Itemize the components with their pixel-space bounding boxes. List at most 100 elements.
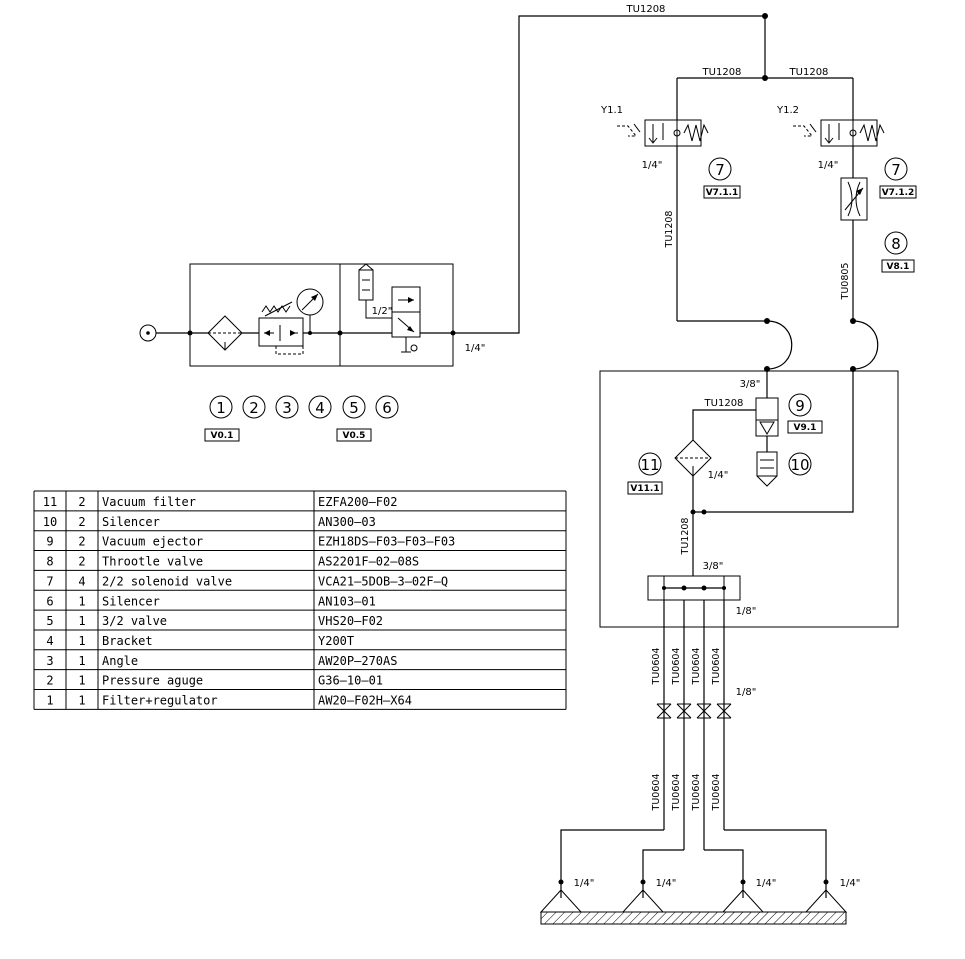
callout-number-3: 3 — [282, 399, 292, 417]
supply-unit — [139, 263, 456, 367]
callout-number-5: 5 — [349, 399, 359, 417]
callout-number-8: 8 — [891, 235, 901, 253]
callout-number-10: 10 — [790, 456, 809, 474]
callout-circle-8 — [884, 231, 908, 255]
bom-cell-desc: Bracket — [102, 634, 153, 648]
callout-number-6: 6 — [382, 399, 392, 417]
bom-cell-item: 2 — [46, 674, 53, 688]
bom-cell-qty: 1 — [78, 694, 85, 708]
bom-cell-code: AN300–03 — [318, 515, 376, 529]
port-label-y1-2: 1/4" — [818, 160, 839, 171]
callout-circle-7a — [708, 157, 732, 181]
tube-label-drop-lower-3: TU0604 — [691, 774, 702, 812]
tag-box-v11-1 — [627, 481, 663, 495]
port-label-filter-out: 1/4" — [708, 470, 729, 481]
bom-cell-qty: 4 — [78, 574, 85, 588]
port-label-supply-out: 1/4" — [465, 343, 486, 354]
tag-v0-1: V0.1 — [211, 431, 234, 441]
callout-number-9: 9 — [795, 397, 805, 415]
bom-cell-qty: 2 — [78, 535, 85, 549]
tag-v8-1: V8.1 — [887, 262, 910, 272]
tube-label-drop-upper-2: TU0604 — [671, 648, 682, 686]
bom-cell-code: EZH18DS–F03–F03–F03 — [318, 535, 455, 549]
throttle-valve — [840, 177, 868, 321]
bom-cell-code: AW20–F02H–X64 — [318, 694, 412, 708]
tube-label-drop-lower-4: TU0604 — [711, 774, 722, 812]
bom-cell-item: 4 — [46, 634, 53, 648]
bom-cell-code: Y200T — [318, 634, 354, 648]
bom-cell-code: AS2201F–02–08S — [318, 555, 419, 569]
bom-cell-item: 7 — [46, 574, 53, 588]
bom-cell-qty: 2 — [78, 515, 85, 529]
port-label-cup-4: 1/4" — [840, 878, 861, 889]
tube-label-manifold-supply: TU1208 — [680, 518, 691, 556]
tube-label-drop-lower-1: TU0604 — [651, 774, 662, 812]
tag-v9-1: V9.1 — [794, 423, 817, 433]
callout-circle-10 — [788, 452, 812, 476]
tag-box-v0-1 — [204, 428, 240, 442]
tag-v11-1: V11.1 — [630, 484, 659, 494]
tag-v0-5: V0.5 — [343, 431, 366, 441]
bom-cell-qty: 1 — [78, 674, 85, 688]
port-label-manifold-out: 1/8" — [736, 606, 757, 617]
tube-label-drop-upper-4: TU0604 — [711, 648, 722, 686]
bom-cell-qty: 2 — [78, 495, 85, 509]
bom-cell-desc: Angle — [102, 654, 138, 668]
bom-cell-item: 6 — [46, 594, 53, 608]
port-label-3-2-valve: 1/2" — [372, 306, 393, 317]
valve-label-y1-2: Y1.2 — [776, 105, 799, 116]
solenoid-valve-y1-1 — [617, 78, 709, 321]
callout-circle-11 — [638, 452, 662, 476]
bom-cell-code: VHS20–F02 — [318, 614, 383, 628]
solenoid-valve-y1-2 — [793, 78, 885, 178]
tube-label-drop-upper-3: TU0604 — [691, 648, 702, 686]
callout-number-11: 11 — [640, 456, 659, 474]
bom-cell-code: EZFA200–F02 — [318, 495, 397, 509]
tube-label-ejector-supply: TU1208 — [704, 398, 744, 409]
tube-label-top: TU1208 — [626, 4, 666, 15]
bom-cell-desc: 3/2 valve — [102, 614, 167, 628]
tag-v7-1-2: V7.1.2 — [882, 188, 915, 198]
port-label-manifold-in: 3/8" — [703, 561, 724, 572]
tag-box-v0-5 — [336, 428, 372, 442]
callout-number-2: 2 — [249, 399, 259, 417]
tag-box-v9-1 — [787, 420, 823, 434]
port-label-drops: 1/8" — [736, 687, 757, 698]
port-label-cup-3: 1/4" — [756, 878, 777, 889]
tube-label-right-branch: TU1208 — [789, 67, 829, 78]
callout-row — [209, 395, 399, 419]
bom-cell-qty: 1 — [78, 634, 85, 648]
callout-number-4: 4 — [315, 399, 325, 417]
bom-cell-desc: Vacuum filter — [102, 495, 196, 509]
tube-label-drop-upper-1: TU0604 — [651, 648, 662, 686]
workpiece — [540, 911, 847, 925]
tube-label-left-vertical: TU1208 — [664, 211, 675, 249]
bom-cell-desc: Pressure aguge — [102, 674, 203, 688]
tag-box-v7-1-2 — [879, 185, 917, 199]
bom-cell-item: 11 — [43, 495, 57, 509]
tag-box-v7-1-1 — [703, 185, 741, 199]
tag-box-v8-1 — [881, 259, 915, 273]
bom-cell-qty: 1 — [78, 614, 85, 628]
bom-cell-item: 1 — [46, 694, 53, 708]
bom-cell-qty: 2 — [78, 555, 85, 569]
callout-number-7b: 7 — [891, 161, 901, 179]
drop-lines — [558, 600, 829, 898]
bom-cell-desc: Silencer — [102, 515, 160, 529]
bom-cell-code: AN103–01 — [318, 594, 376, 608]
hose-loops — [677, 318, 879, 372]
bom-cell-item: 10 — [43, 515, 57, 529]
tube-label-right-vertical: TU0805 — [840, 263, 851, 301]
bom-cell-code: AW20P–270AS — [318, 654, 397, 668]
port-label-cup-1: 1/4" — [574, 878, 595, 889]
bom-cell-item: 5 — [46, 614, 53, 628]
callout-circle-7b — [884, 157, 908, 181]
suction-cups — [539, 889, 848, 925]
port-label-y1-1: 1/4" — [642, 160, 663, 171]
bom-cell-desc: Silencer — [102, 594, 160, 608]
tube-label-left-branch: TU1208 — [702, 67, 742, 78]
callout-circle-9 — [788, 393, 812, 417]
bom-cell-item: 3 — [46, 654, 53, 668]
